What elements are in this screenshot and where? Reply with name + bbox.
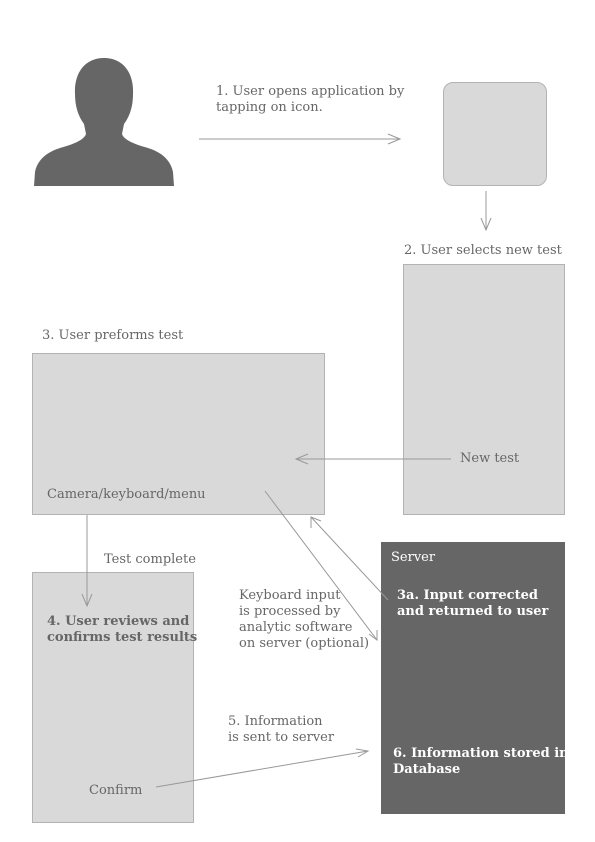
- step2-label: 2. User selects new test: [404, 243, 562, 258]
- test-complete-label: Test complete: [104, 552, 196, 567]
- step5-label: 5. Information is sent to server: [228, 714, 335, 745]
- server-title: Server: [391, 550, 436, 565]
- step1-label: 1. User opens application by tapping on …: [216, 84, 405, 115]
- test-screen: [32, 353, 325, 515]
- new-test-screen: [403, 264, 565, 515]
- confirm-button[interactable]: Confirm: [89, 783, 143, 798]
- step4-label: 4. User reviews and confirms test result…: [47, 614, 198, 645]
- user-silhouette-icon: [34, 58, 174, 186]
- arrow-server-to-test: [310, 516, 389, 601]
- new-test-button[interactable]: New test: [460, 451, 520, 466]
- keyboard-input-note: Keyboard input is processed by analytic …: [239, 588, 370, 651]
- camera-keyboard-menu-label[interactable]: Camera/keyboard/menu: [47, 487, 206, 502]
- arrow-confirm-to-server: [155, 750, 369, 788]
- step6-label: 6. Information stored in Database: [393, 746, 569, 777]
- step3a-label: 3a. Input corrected and returned to user: [397, 588, 549, 619]
- app-icon[interactable]: [443, 82, 547, 186]
- server-box: [381, 542, 565, 814]
- review-screen: [32, 572, 194, 823]
- step3-label: 3. User preforms test: [42, 328, 184, 343]
- arrow-test-to-server: [264, 490, 378, 641]
